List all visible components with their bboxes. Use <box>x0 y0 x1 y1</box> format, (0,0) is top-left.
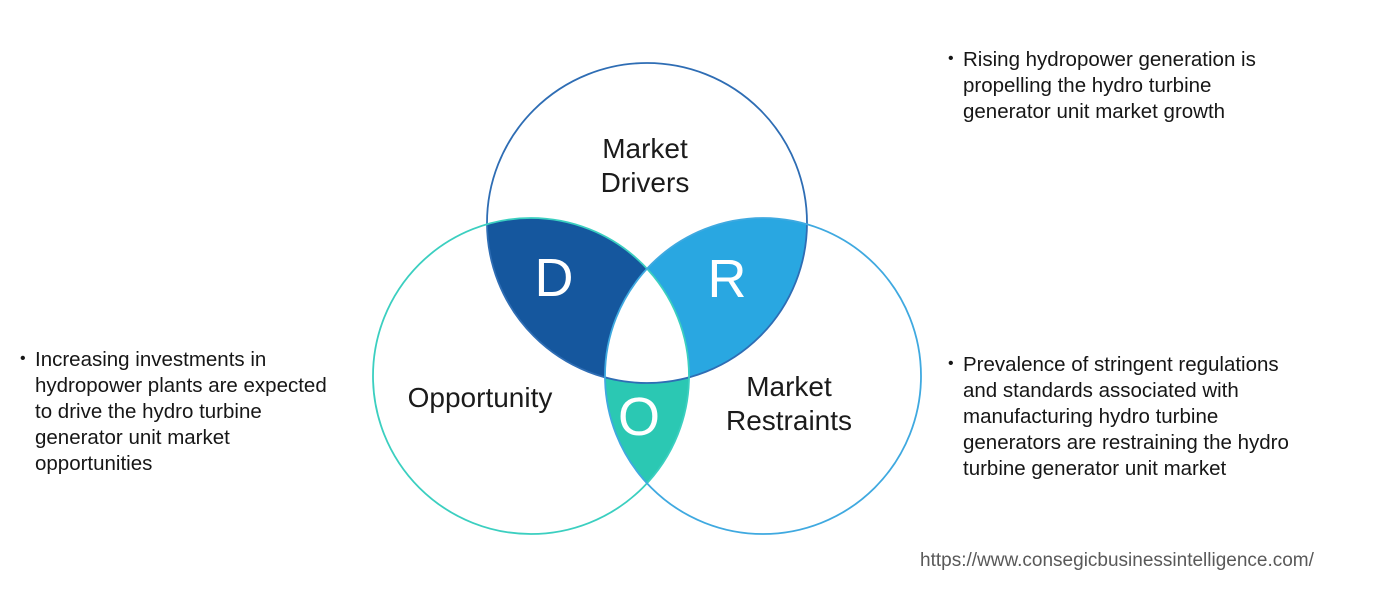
bullet-dot: • <box>948 355 954 372</box>
letter-o: O <box>617 387 661 447</box>
driver-bullet-text: Rising hydropower generation is propelli… <box>963 48 1256 123</box>
drivers-label-line2: Drivers <box>600 167 690 198</box>
bullet-dot: • <box>20 350 26 367</box>
drivers-circle-label: Market Drivers <box>601 132 690 200</box>
drivers-circle-outline <box>486 62 808 384</box>
drivers-label-line1: Market <box>602 133 688 164</box>
restraints-label-line2: Restraints <box>725 405 853 436</box>
source-url: https://www.consegicbusinessintelligence… <box>920 550 1314 571</box>
letter-d: D <box>534 248 574 308</box>
opportunity-circle-label: Opportunity <box>407 382 553 413</box>
bullet-dot: • <box>948 50 954 67</box>
opportunity-circle-outline <box>372 217 690 535</box>
letter-r: R <box>707 249 747 309</box>
opportunity-bullet: • Increasing investments in hydropower p… <box>20 347 370 477</box>
opportunity-bullet-text: Increasing investments in hydropower pla… <box>35 348 327 475</box>
restraint-bullet: • Prevalence of stringent regulations an… <box>948 352 1348 482</box>
restraint-bullet-text: Prevalence of stringent regulations and … <box>963 353 1289 480</box>
restraints-circle-outline <box>604 217 922 535</box>
restraints-label-line1: Market <box>746 371 832 402</box>
restraints-circle-label: Market Restraints <box>726 370 852 438</box>
driver-bullet: • Rising hydropower generation is propel… <box>948 47 1308 125</box>
